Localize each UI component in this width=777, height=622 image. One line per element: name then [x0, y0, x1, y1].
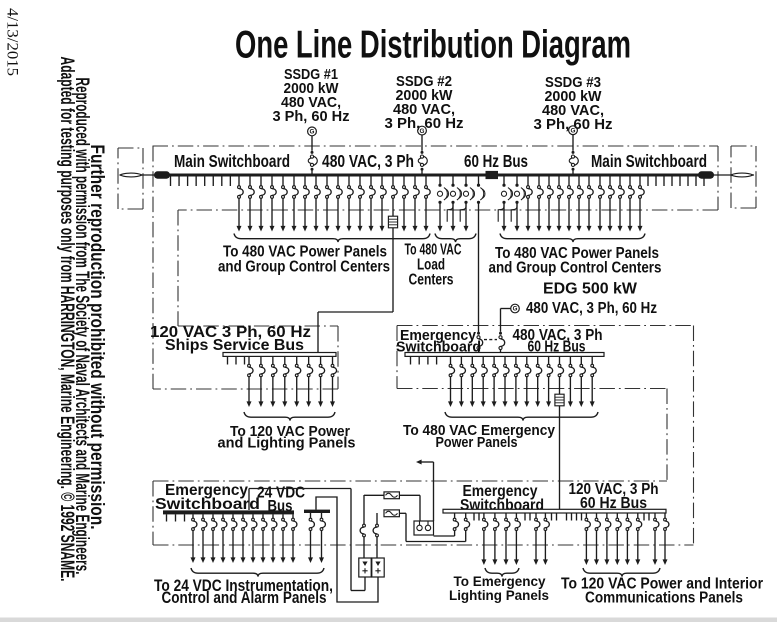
svg-text:2000 kW: 2000 kW	[545, 89, 602, 105]
svg-text:Centers: Centers	[409, 272, 454, 289]
svg-text:EDG 500 kW: EDG 500 kW	[543, 281, 637, 298]
svg-text:Emergency: Emergency	[400, 327, 477, 344]
svg-text:To 24 VDC Instrumentation,: To 24 VDC Instrumentation,	[154, 577, 333, 595]
svg-text:To 480 VAC Emergency: To 480 VAC Emergency	[403, 422, 556, 439]
svg-text:Further reproduction prohibite: Further reproduction prohibited without …	[86, 145, 107, 530]
svg-text:To 480 VAC Power Panels: To 480 VAC Power Panels	[223, 244, 387, 261]
svg-text:480 VAC, 3 Ph, 60 Hz: 480 VAC, 3 Ph, 60 Hz	[526, 300, 657, 317]
svg-text:Switchboard: Switchboard	[396, 338, 481, 355]
svg-text:480 VAC,: 480 VAC,	[393, 102, 455, 118]
svg-text:2000 kW: 2000 kW	[396, 88, 453, 104]
svg-text:Control and Alarm Panels: Control and Alarm Panels	[162, 589, 327, 607]
svg-text:and Lighting Panels: and Lighting Panels	[218, 436, 356, 452]
svg-text:480 VAC,: 480 VAC,	[542, 103, 604, 119]
svg-text:Emergency: Emergency	[165, 482, 248, 499]
svg-text:480 VAC,: 480 VAC,	[281, 95, 341, 111]
svg-text:3 Ph, 60 Hz: 3 Ph, 60 Hz	[385, 116, 464, 132]
svg-text:SSDG #1: SSDG #1	[284, 67, 338, 83]
svg-text:3 Ph, 60 Hz: 3 Ph, 60 Hz	[534, 117, 613, 133]
svg-text:2000 kW: 2000 kW	[284, 81, 339, 97]
svg-text:60 Hz Bus: 60 Hz Bus	[464, 151, 528, 171]
svg-text:4/13/2015: 4/13/2015	[4, 8, 21, 76]
svg-text:Lighting Panels: Lighting Panels	[449, 587, 549, 603]
svg-text:One Line Distribution Diagram: One Line Distribution Diagram	[235, 24, 631, 67]
svg-text:To Emergency: To Emergency	[454, 573, 546, 589]
svg-text:3 Ph, 60 Hz: 3 Ph, 60 Hz	[273, 109, 350, 125]
svg-text:480 VAC, 3 Ph: 480 VAC, 3 Ph	[322, 151, 414, 171]
svg-text:Communications Panels: Communications Panels	[585, 590, 743, 607]
svg-text:Switchboard: Switchboard	[155, 496, 260, 513]
svg-text:G: G	[513, 306, 518, 313]
svg-text:To 480 VAC Power Panels: To 480 VAC Power Panels	[495, 245, 659, 262]
svg-text:and Group Control Centers: and Group Control Centers	[218, 259, 390, 276]
svg-text:To 480 VAC: To 480 VAC	[405, 242, 462, 259]
svg-text:Reproduced with permission fro: Reproduced with permission from The Soci…	[71, 78, 92, 575]
svg-text:Load: Load	[417, 257, 445, 274]
svg-text:120 VAC 3 Ph, 60 Hz: 120 VAC 3 Ph, 60 Hz	[150, 324, 311, 341]
svg-text:SSDG #2: SSDG #2	[396, 74, 452, 90]
svg-text:and Group Control Centers: and Group Control Centers	[489, 260, 662, 277]
svg-text:G: G	[420, 128, 425, 135]
svg-text:To 120 VAC Power: To 120 VAC Power	[230, 424, 350, 440]
svg-text:G: G	[310, 129, 315, 136]
svg-text:Emergency: Emergency	[463, 483, 538, 500]
svg-text:Main Switchboard: Main Switchboard	[591, 151, 707, 171]
svg-text:To 120 VAC Power and Interior: To 120 VAC Power and Interior	[561, 576, 763, 593]
svg-text:G: G	[571, 128, 576, 135]
svg-text:480 VAC, 3 Ph: 480 VAC, 3 Ph	[513, 327, 603, 344]
svg-text:120 VAC, 3 Ph: 120 VAC, 3 Ph	[569, 481, 659, 498]
svg-text:Adapted for testing purposes o: Adapted for testing purposes only from H…	[56, 57, 77, 582]
svg-text:Ships Service Bus: Ships Service Bus	[165, 337, 304, 354]
svg-text:SSDG #3: SSDG #3	[545, 75, 601, 91]
svg-text:Power Panels: Power Panels	[436, 434, 518, 451]
svg-text:60 Hz Bus: 60 Hz Bus	[528, 338, 586, 355]
svg-text:Main Switchboard: Main Switchboard	[174, 151, 290, 171]
svg-text:60 Hz Bus: 60 Hz Bus	[580, 495, 647, 512]
